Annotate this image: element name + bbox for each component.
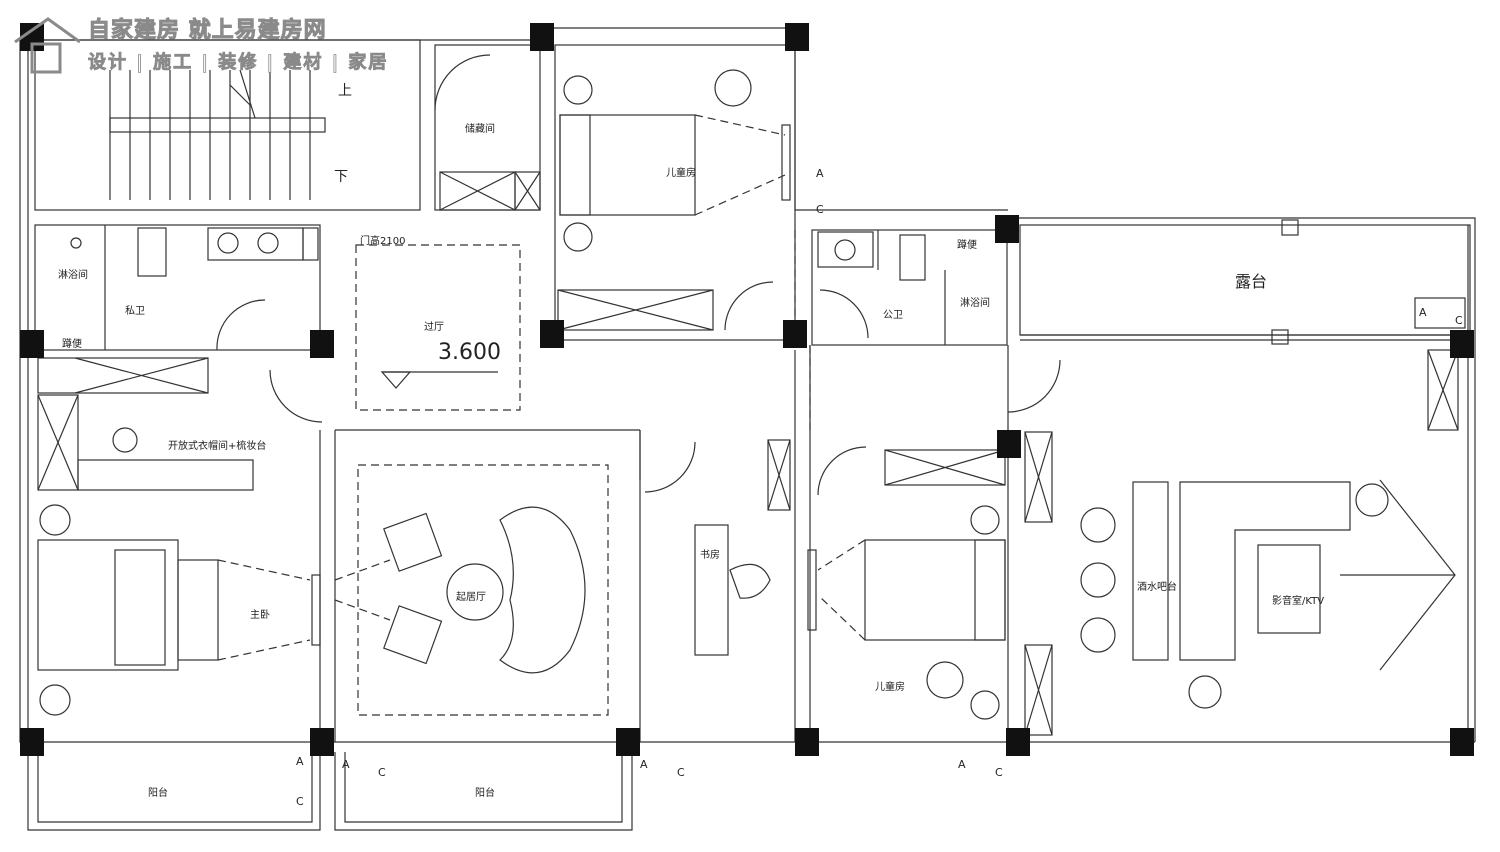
hall-label: 过厅	[424, 322, 444, 333]
section-mark-c: C	[296, 795, 304, 808]
study-label: 书房	[700, 550, 720, 561]
kids-room-bottom-label: 儿童房	[875, 682, 905, 693]
section-mark-a: A	[816, 167, 824, 180]
section-mark-a: A	[640, 758, 648, 771]
public-bath-label: 公卫	[883, 310, 903, 321]
section-mark-a: A	[296, 755, 304, 768]
closet-label: 开放式衣帽间+梳妆台	[168, 441, 267, 452]
shower-left-label: 淋浴间	[58, 270, 88, 281]
section-mark-c: C	[816, 203, 824, 216]
section-mark-c: C	[677, 766, 685, 779]
stair-down-label: 下	[334, 169, 348, 185]
storage-label: 储藏间	[465, 124, 495, 135]
terrace-label: 露台	[1235, 272, 1268, 291]
master-bedroom-label: 主卧	[250, 610, 270, 621]
watermark-subtitle: 设计 | 施工 | 装修 | 建材 | 家居	[88, 52, 389, 74]
shower-right-label: 淋浴间	[960, 298, 990, 309]
watermark-title: 自家建房 就上易建房网	[88, 18, 327, 44]
elevation-label: 3.600	[438, 340, 501, 365]
balcony-right-label: 阳台	[475, 788, 495, 799]
section-mark-c: C	[995, 766, 1003, 779]
toilet-left-label: 蹲便	[62, 339, 82, 350]
toilet-right-label: 蹲便	[957, 240, 977, 251]
ktv-label: 影音室/KTV	[1272, 596, 1325, 607]
bar-label: 酒水吧台	[1137, 582, 1177, 593]
watermark-logo-icon	[14, 17, 80, 74]
section-mark-c: C	[1455, 314, 1463, 327]
living-room-label: 起居厅	[456, 592, 486, 603]
plan-lines	[19, 27, 1476, 831]
private-bath-label: 私卫	[125, 306, 145, 317]
door-height-label: 门高2100	[360, 236, 406, 247]
section-mark-a: A	[958, 758, 966, 771]
section-mark-a: A	[1419, 306, 1427, 319]
balcony-left-label: 阳台	[148, 788, 168, 799]
stair-up-label: 上	[338, 83, 352, 99]
kids-room-top-label: 儿童房	[666, 168, 696, 179]
section-mark-c: C	[378, 766, 386, 779]
section-mark-a: A	[342, 758, 350, 771]
wall-columns	[20, 23, 1474, 756]
